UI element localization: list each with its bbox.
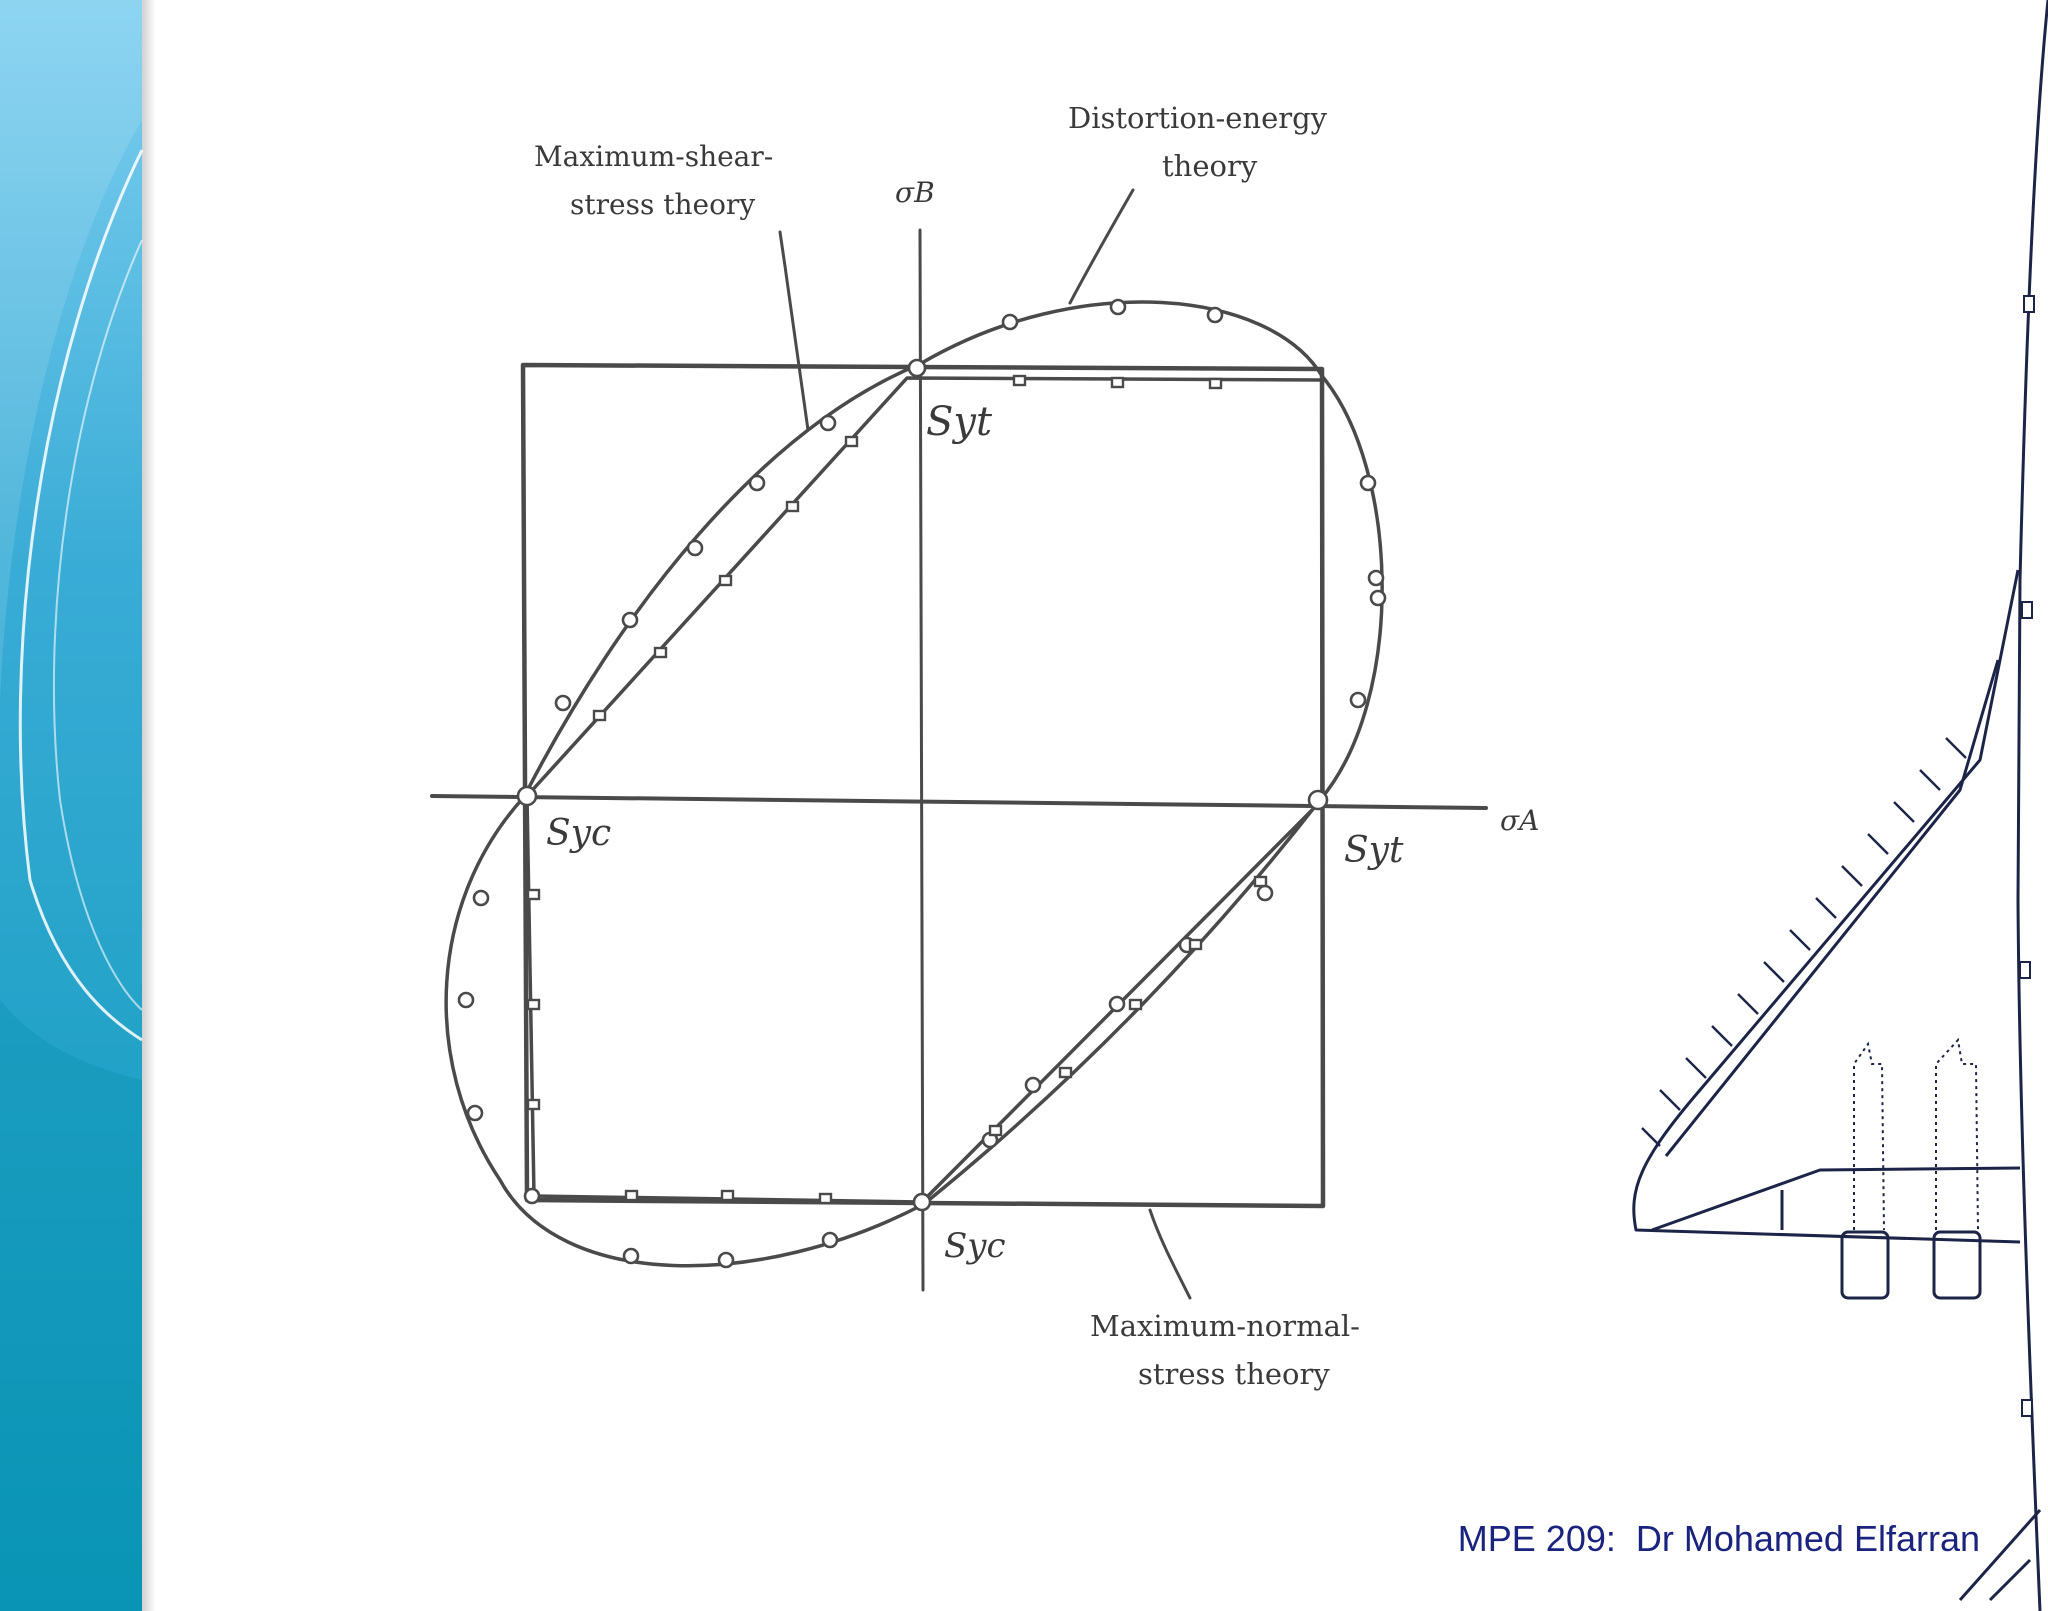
data-point xyxy=(1012,374,1027,387)
data-point xyxy=(1359,474,1377,492)
data-point xyxy=(592,709,607,722)
data-point xyxy=(472,889,490,907)
data-point xyxy=(622,1247,640,1265)
data-point xyxy=(1367,569,1385,587)
data-point xyxy=(526,998,541,1011)
data-point xyxy=(1024,1076,1042,1094)
max-shear-leader-line xyxy=(778,230,810,432)
sigma-b-axis-label: σB xyxy=(895,176,935,209)
data-point xyxy=(1128,998,1143,1011)
sigma-a-axis-label: σA xyxy=(1500,804,1539,837)
data-point xyxy=(1108,995,1126,1013)
syc-left-label: Syc xyxy=(546,813,611,854)
distortion-leader-line xyxy=(1068,188,1135,305)
data-point xyxy=(1206,306,1224,324)
data-point xyxy=(1349,691,1367,709)
data-point xyxy=(1253,875,1268,888)
data-point xyxy=(1188,938,1203,951)
data-point xyxy=(717,1251,735,1269)
distortion-label-line-1: Distortion-energy xyxy=(1068,101,1328,135)
max-normal-label-line-2: stress theory xyxy=(1138,1357,1330,1391)
syt-right-label: Syt xyxy=(1344,830,1404,871)
data-point xyxy=(457,991,475,1009)
max-normal-stress-square xyxy=(520,362,1326,1209)
syt-top-label: Syt xyxy=(926,399,993,445)
data-point xyxy=(686,539,704,557)
data-point xyxy=(844,435,859,448)
distortion-label-line-2: theory xyxy=(1162,149,1258,183)
data-point xyxy=(1058,1066,1073,1079)
data-point xyxy=(818,1192,833,1205)
max-shear-label-line-1: Maximum-shear- xyxy=(534,140,773,173)
data-point xyxy=(1208,377,1223,390)
data-point xyxy=(1307,789,1329,811)
data-point xyxy=(1001,313,1019,331)
data-point xyxy=(1369,589,1387,607)
data-point xyxy=(516,785,538,807)
data-point xyxy=(720,1189,735,1202)
data-point xyxy=(1109,298,1127,316)
data-point xyxy=(624,1189,639,1202)
data-point xyxy=(821,1231,839,1249)
max-shear-label-line-2: stress theory xyxy=(570,188,755,221)
data-point xyxy=(718,574,733,587)
data-point xyxy=(466,1104,484,1122)
sigma-b-axis xyxy=(918,228,925,1292)
max-normal-label-line-1: Maximum-normal- xyxy=(1090,1309,1360,1343)
data-point xyxy=(785,500,800,513)
data-point xyxy=(988,1124,1003,1137)
data-point xyxy=(653,646,668,659)
data-point xyxy=(819,414,837,432)
data-point xyxy=(523,1187,541,1205)
footer-course-credit: MPE 209: Dr Mohamed Elfarran xyxy=(1457,1518,1980,1559)
decorative-side-band xyxy=(0,0,156,1611)
data-point xyxy=(526,888,541,901)
data-point xyxy=(912,1192,932,1212)
data-point xyxy=(748,474,766,492)
data-point xyxy=(554,694,572,712)
data-point xyxy=(526,1098,541,1111)
data-point xyxy=(621,611,639,629)
data-point xyxy=(907,358,927,378)
max-normal-leader-line xyxy=(1148,1208,1192,1300)
data-point xyxy=(1110,376,1125,389)
syc-bottom-label: Syc xyxy=(944,1226,1006,1266)
